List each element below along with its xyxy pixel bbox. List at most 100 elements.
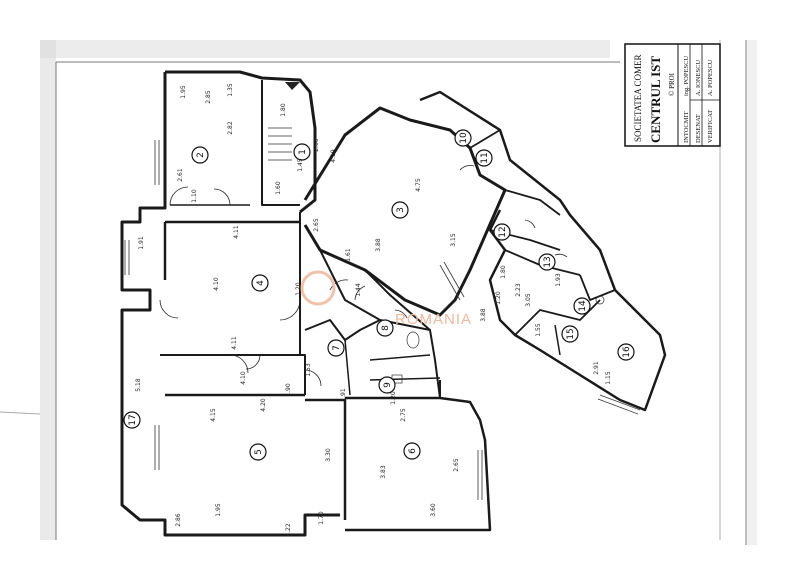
title-brand: CENTRUL IST [648, 56, 663, 143]
title-copyright: © PROI [668, 72, 676, 96]
title-company: SOCIETATEA COMER [633, 54, 643, 142]
dimension-label: 1.80 [500, 265, 507, 279]
room-16-circle [617, 343, 635, 361]
dimension-label: 2.61 [177, 168, 184, 182]
dimension-label: 1.91 [138, 236, 145, 250]
dimension-label: 1.10 [191, 189, 198, 203]
fixtures [268, 82, 605, 384]
room-14-circle [573, 297, 591, 315]
room-15-circle [561, 325, 579, 343]
doors [159, 165, 568, 387]
title-label-desenat: DESENAT [695, 114, 702, 143]
dimension-label: 3.83 [380, 465, 387, 479]
dimension-label: 4.19 [330, 149, 337, 163]
room-5-number: 5 [254, 449, 264, 455]
room-12-marker: 12 [493, 223, 511, 241]
room-4-number: 4 [256, 280, 266, 286]
room-7-marker: 7 [327, 339, 345, 357]
room-12-number: 12 [498, 226, 508, 237]
room-17-circle [123, 411, 141, 429]
room-8-number: 8 [381, 325, 391, 331]
dimension-label: 2.60 [313, 138, 320, 152]
windows [124, 140, 641, 500]
title-label-intocmit: INTOCMIT [683, 111, 690, 143]
dimension-label: 4.20 [260, 398, 267, 412]
room-10-number: 10 [459, 132, 469, 144]
dimension-label: 2.86 [175, 513, 182, 527]
dimension-label: 1.20 [390, 391, 397, 405]
dimension-label: 3.05 [525, 293, 532, 307]
north-arrow-icon [285, 82, 300, 90]
room-4-circle [251, 274, 269, 292]
dimension-label: 1.93 [555, 273, 562, 287]
dimension-label: 1.45 [297, 158, 304, 172]
dimension-label: 3.15 [450, 233, 457, 247]
dimension-label: 3.30 [325, 448, 332, 462]
dimension-label: 1.53 [305, 363, 312, 377]
room-2-circle [191, 146, 209, 164]
dimension-label: 1.15 [605, 371, 612, 385]
room-17-marker: 17 [123, 411, 141, 429]
room-9-marker: 9 [378, 376, 396, 394]
title-block: SOCIETATEA COMER CENTRUL IST © PROI INTO… [624, 43, 721, 147]
room-5-marker: 5 [249, 443, 267, 461]
dimension-label: 2.75 [400, 408, 407, 422]
dimension-label: 4.11 [233, 225, 240, 239]
dimension-label: 4.75 [415, 178, 422, 192]
room-9-circle [378, 376, 396, 394]
room-14-number: 14 [578, 300, 588, 312]
scan-border [0, 40, 757, 545]
room-12-circle [493, 223, 511, 241]
dimension-label: 1.95 [215, 503, 222, 517]
room-3-number: 3 [396, 207, 406, 213]
room-16-number: 16 [622, 346, 632, 358]
dimension-label: 2.85 [205, 90, 212, 104]
room-17-number: 17 [128, 414, 138, 425]
room-8-marker: 8 [376, 319, 394, 337]
dimension-label: 1.95 [180, 85, 187, 99]
room-8-circle [376, 319, 394, 337]
room-13-circle [538, 253, 556, 271]
room-13-marker: 13 [538, 253, 556, 271]
dimension-label: 3.60 [430, 503, 437, 517]
room-6-number: 6 [408, 448, 418, 454]
title-label-verificat: VERIFICAT [707, 110, 714, 143]
room-13-number: 13 [543, 256, 553, 267]
dimension-label: 4.15 [210, 408, 217, 422]
walls [120, 70, 667, 537]
dimension-label: 4.22 [285, 523, 292, 537]
room-3-circle [391, 201, 409, 219]
dimension-label: 1.55 [535, 323, 542, 337]
dimension-label: 1.60 [275, 181, 282, 195]
watermark: ROMANIA [300, 270, 471, 328]
room-7-circle [327, 339, 345, 357]
dimension-label: 1.20 [495, 291, 502, 305]
room-11-circle [475, 149, 493, 167]
room-6-circle [403, 442, 421, 460]
dimension-label: 1.44 [355, 283, 362, 297]
room-9-number: 9 [383, 382, 393, 388]
dimension-label: 2.82 [227, 121, 234, 135]
dimension-label: 3.88 [480, 308, 487, 322]
room-10-circle [454, 129, 472, 147]
dimension-label: 4.11 [231, 336, 238, 350]
room-3-marker: 3 [391, 201, 409, 219]
room-4-marker: 4 [251, 274, 269, 292]
room-1-marker: 1 [293, 143, 311, 161]
dimension-label: 4.10 [240, 371, 247, 385]
dimension-label: 2.91 [593, 361, 600, 375]
room-2-number: 2 [196, 152, 206, 158]
dimension-label: 2.23 [515, 283, 522, 297]
room-11-marker: 11 [475, 149, 493, 167]
room-15-marker: 15 [561, 325, 579, 343]
room-1-circle [293, 143, 311, 161]
dimension-label: 5.18 [135, 378, 142, 392]
room-2-marker: 2 [191, 146, 209, 164]
room-5-circle [249, 443, 267, 461]
room-15-number: 15 [566, 328, 576, 339]
dimension-label: 3.88 [375, 238, 382, 252]
room-10-marker: 10 [454, 129, 472, 147]
